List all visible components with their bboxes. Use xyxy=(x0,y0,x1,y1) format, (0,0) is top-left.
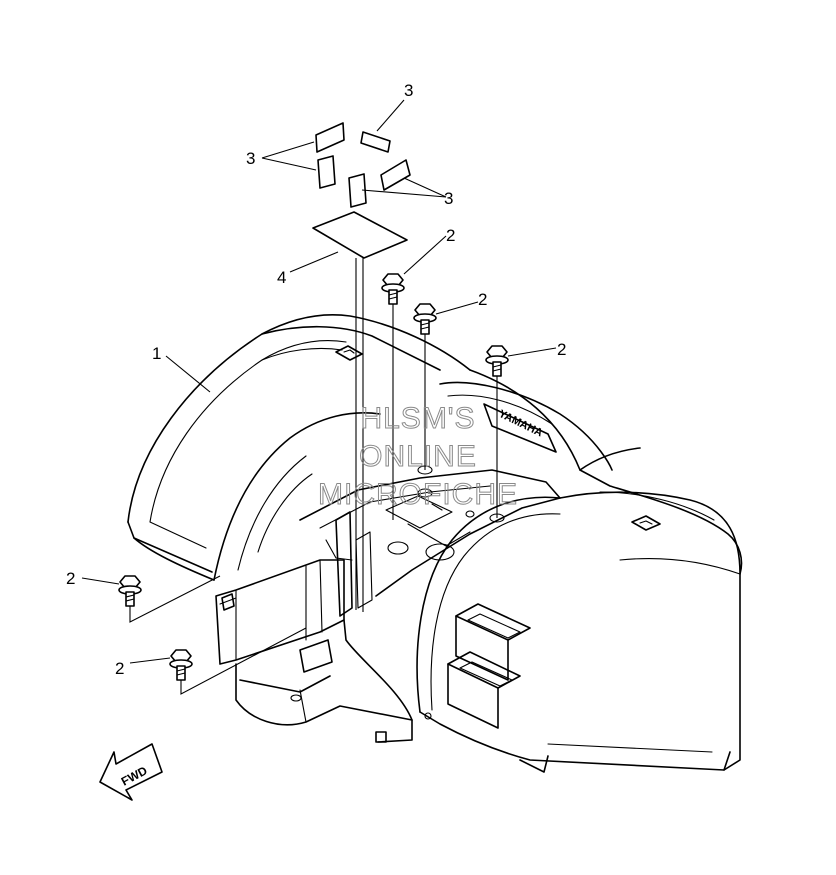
leaders-2 xyxy=(81,235,557,664)
plate-4 xyxy=(312,211,408,259)
part-3-pads xyxy=(315,122,411,208)
forward-arrow: FWD xyxy=(99,743,163,801)
callout-2-bolt-a: 2 xyxy=(446,226,455,245)
pad-3c xyxy=(317,155,336,189)
part-4-plate xyxy=(312,211,408,259)
bolt-2e xyxy=(169,649,193,681)
leaders-3-4 xyxy=(261,99,447,273)
pad-3b xyxy=(360,131,391,153)
callout-2-bolt-c: 2 xyxy=(557,340,566,359)
watermark: HLSM'S ONLINE MICROFICHE xyxy=(318,402,518,512)
leader-1 xyxy=(165,355,211,393)
callout-1: 1 xyxy=(152,344,161,363)
watermark-line-1: HLSM'S xyxy=(360,402,475,435)
bolt-2c xyxy=(485,345,509,377)
callout-3-top: 3 xyxy=(404,81,413,100)
part-1-rear-fender xyxy=(127,314,743,773)
pad-3e xyxy=(348,173,367,208)
callout-3-left: 3 xyxy=(246,149,255,168)
bolt-2a xyxy=(381,273,405,305)
callout-3-right: 3 xyxy=(444,189,453,208)
callout-2-bolt-b: 2 xyxy=(478,290,487,309)
bolt-2b xyxy=(413,303,437,335)
callout-4: 4 xyxy=(277,268,286,287)
callout-2-bolt-d: 2 xyxy=(66,569,75,588)
watermark-line-2: ONLINE xyxy=(359,440,477,473)
fender-brand-text: YAMAHA xyxy=(497,408,545,440)
callout-2-bolt-e: 2 xyxy=(115,659,124,678)
pad-3d xyxy=(380,159,411,191)
forward-arrow-label: FWD xyxy=(119,763,150,788)
bolt-2d xyxy=(118,575,142,607)
mounting-lines xyxy=(129,258,498,695)
pad-3a xyxy=(315,122,345,153)
watermark-line-3: MICROFICHE xyxy=(318,478,518,511)
